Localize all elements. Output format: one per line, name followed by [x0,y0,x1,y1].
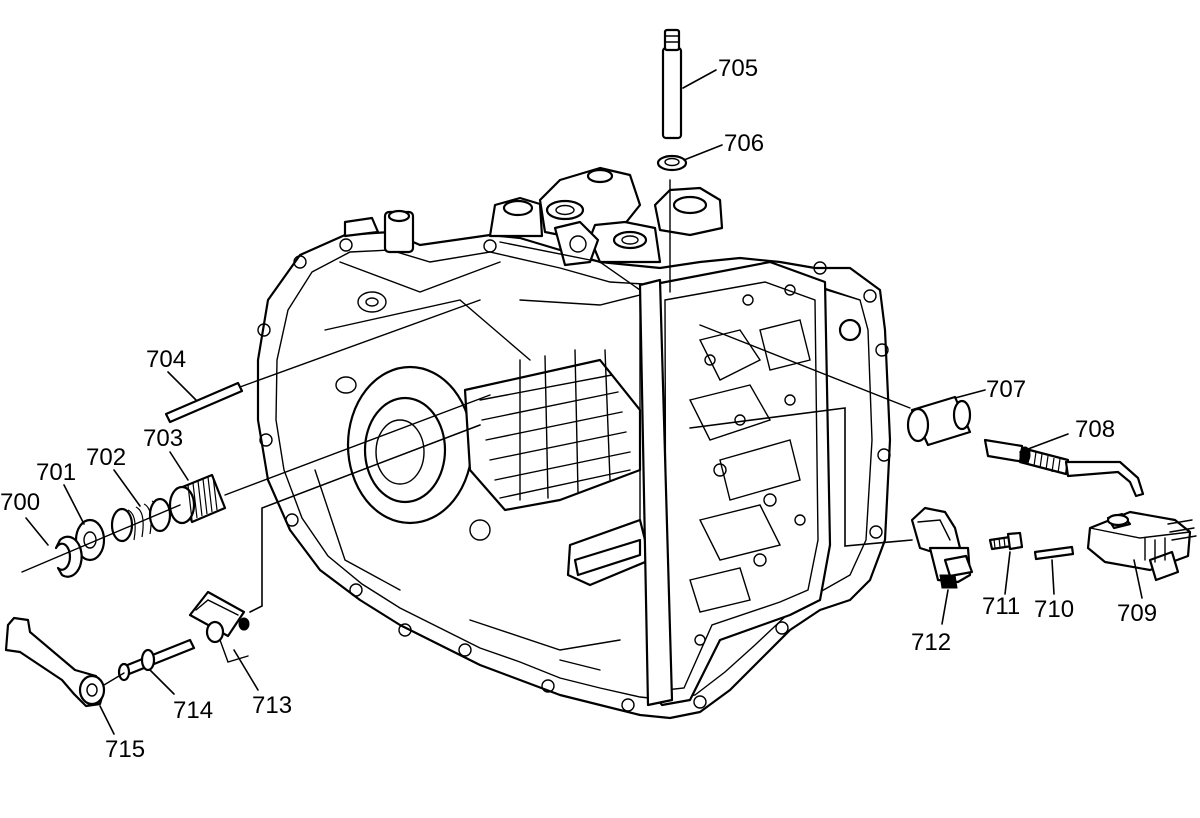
callout-712: 712 [911,629,951,656]
callout-700: 700 [0,489,40,516]
callout-710: 710 [1034,596,1074,623]
callout-707: 707 [986,376,1026,403]
part-704-pin [164,299,481,424]
part-702-spring [110,497,172,543]
part-710-pin [1033,545,1075,561]
callout-702: 702 [86,444,126,471]
part-713-detent-spring [188,424,481,663]
callout-labels: 705 706 704 703 702 701 700 707 708 709 … [0,55,1157,763]
case-bolt-holes [257,238,891,712]
leader-lines [25,69,1143,735]
part-707-sleeve [699,324,972,447]
part-701-washer [74,518,106,562]
part-715-lever [4,616,106,708]
callout-706: 706 [724,130,764,157]
callout-713: 713 [252,692,292,719]
part-714-shaft [103,638,196,686]
part-709-switch [1086,510,1197,582]
callout-703: 703 [143,425,183,452]
callout-708: 708 [1075,416,1115,443]
valve-body [638,260,862,707]
part-700-snap-ring [21,504,181,578]
callout-701: 701 [36,459,76,486]
part-706-seal [656,154,688,172]
part-703-spring [168,394,491,525]
callout-711: 711 [982,593,1020,620]
callout-704: 704 [146,346,186,373]
callout-705: 705 [718,55,758,82]
part-712-sensor [689,407,974,589]
part-711-bolt [988,531,1024,551]
callout-709: 709 [1117,600,1157,627]
callout-715: 715 [105,736,145,763]
callout-714: 714 [173,697,213,724]
part-705-shaft [661,28,683,293]
part-708-rod [983,438,1145,498]
